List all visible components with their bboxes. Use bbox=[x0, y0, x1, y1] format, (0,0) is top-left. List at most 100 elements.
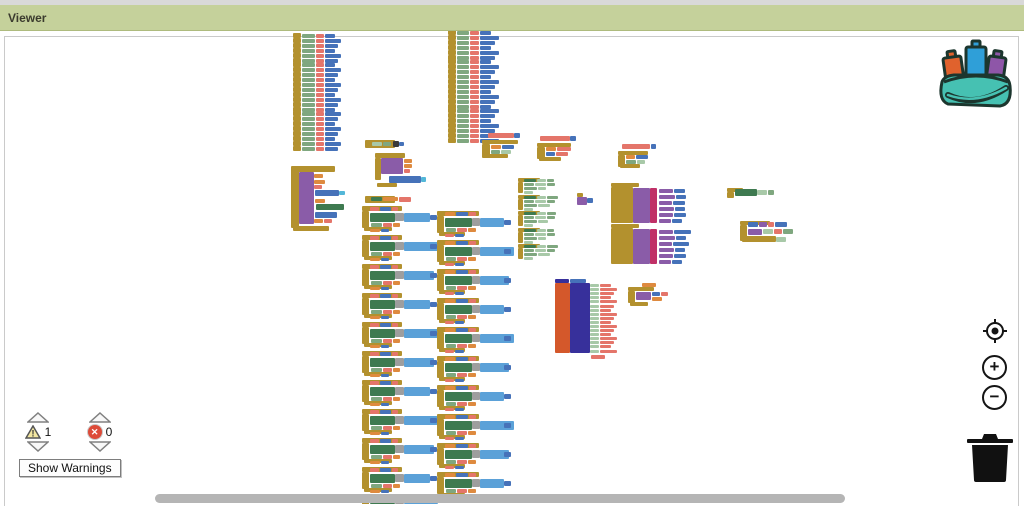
block-part bbox=[659, 201, 672, 205]
block-part bbox=[455, 263, 464, 266]
block-part bbox=[445, 292, 454, 295]
block-part bbox=[470, 119, 479, 123]
block-part bbox=[314, 174, 323, 178]
block-part bbox=[448, 138, 456, 143]
block-part bbox=[293, 48, 301, 53]
block-part bbox=[457, 286, 467, 290]
block-part bbox=[293, 136, 301, 141]
warning-nav-column: ! 1 bbox=[18, 412, 58, 452]
block-part bbox=[445, 276, 472, 285]
block-part bbox=[372, 142, 382, 146]
block-part bbox=[437, 332, 444, 349]
block-part bbox=[445, 450, 472, 459]
zoom-in-button[interactable]: + bbox=[982, 355, 1007, 380]
block-part bbox=[325, 98, 341, 102]
block-part bbox=[375, 153, 405, 158]
block-part bbox=[446, 431, 456, 435]
error-up-arrow-icon[interactable] bbox=[89, 412, 111, 423]
block-part bbox=[448, 89, 456, 94]
block-part bbox=[537, 179, 546, 182]
block-part bbox=[325, 44, 338, 48]
block-part bbox=[404, 474, 430, 483]
block-part bbox=[448, 133, 456, 138]
block-part bbox=[437, 390, 444, 407]
block-part bbox=[448, 59, 456, 64]
block-part bbox=[457, 56, 469, 60]
block-part bbox=[480, 134, 491, 138]
trash-can-icon[interactable] bbox=[966, 432, 1014, 484]
block-part bbox=[472, 218, 480, 226]
zoom-out-button[interactable]: − bbox=[982, 385, 1007, 410]
block-part bbox=[445, 305, 472, 314]
error-icon: ✕ bbox=[87, 425, 102, 439]
block-part bbox=[540, 136, 570, 141]
block-part bbox=[381, 316, 389, 319]
block-part bbox=[380, 410, 391, 414]
block-part bbox=[370, 236, 379, 240]
block-part bbox=[395, 416, 404, 424]
block-part bbox=[392, 236, 398, 240]
block-part bbox=[546, 152, 555, 156]
block-part bbox=[633, 229, 650, 264]
block-part bbox=[315, 190, 339, 196]
block-part bbox=[392, 265, 398, 269]
block-part bbox=[480, 75, 491, 79]
block-part bbox=[469, 473, 476, 477]
show-warnings-button[interactable]: Show Warnings bbox=[19, 459, 121, 477]
block-part bbox=[302, 49, 315, 53]
block-part bbox=[325, 49, 335, 53]
block-part bbox=[537, 196, 546, 199]
block-part bbox=[383, 310, 392, 314]
block-part bbox=[482, 140, 518, 144]
block-part bbox=[392, 207, 398, 211]
block-part bbox=[325, 132, 338, 136]
block-part bbox=[504, 394, 511, 399]
warning-down-arrow-icon[interactable] bbox=[27, 441, 49, 452]
block-part bbox=[293, 141, 301, 146]
block-part bbox=[590, 350, 599, 353]
error-down-arrow-icon[interactable] bbox=[89, 441, 111, 452]
block-part bbox=[600, 317, 614, 320]
horizontal-scrollbar[interactable] bbox=[155, 494, 845, 503]
block-part bbox=[381, 403, 389, 406]
block-part bbox=[380, 207, 391, 211]
backpack-icon[interactable] bbox=[936, 38, 1020, 110]
block-part bbox=[518, 215, 523, 226]
block-part bbox=[524, 179, 536, 182]
block-part bbox=[659, 254, 673, 258]
block-part bbox=[445, 379, 454, 382]
block-part bbox=[448, 69, 456, 74]
block-part bbox=[393, 397, 400, 401]
block-part bbox=[430, 215, 437, 220]
block-part bbox=[381, 490, 389, 493]
block-part bbox=[659, 260, 671, 264]
warning-up-arrow-icon[interactable] bbox=[27, 412, 49, 423]
block-part bbox=[590, 288, 599, 291]
block-part bbox=[293, 116, 301, 121]
block-part bbox=[618, 151, 648, 155]
block-part bbox=[600, 337, 617, 340]
block-part bbox=[392, 294, 398, 298]
block-part bbox=[600, 300, 617, 303]
block-part bbox=[501, 150, 511, 154]
center-blocks-icon[interactable] bbox=[982, 318, 1008, 344]
block-part bbox=[470, 46, 479, 50]
block-part bbox=[590, 284, 599, 287]
block-part bbox=[430, 331, 437, 336]
block-part bbox=[325, 142, 341, 146]
block-part bbox=[455, 350, 464, 353]
block-part bbox=[446, 373, 456, 377]
block-part bbox=[291, 170, 299, 228]
block-part bbox=[362, 414, 369, 431]
block-part bbox=[524, 257, 533, 260]
block-part bbox=[446, 228, 456, 232]
block-part bbox=[302, 44, 315, 48]
block-part bbox=[577, 193, 583, 197]
block-part bbox=[370, 207, 379, 211]
block-part bbox=[437, 419, 444, 436]
block-part bbox=[404, 445, 434, 454]
block-part bbox=[371, 426, 382, 430]
block-part bbox=[302, 103, 315, 107]
block-part bbox=[302, 59, 315, 63]
block-part bbox=[674, 189, 685, 193]
